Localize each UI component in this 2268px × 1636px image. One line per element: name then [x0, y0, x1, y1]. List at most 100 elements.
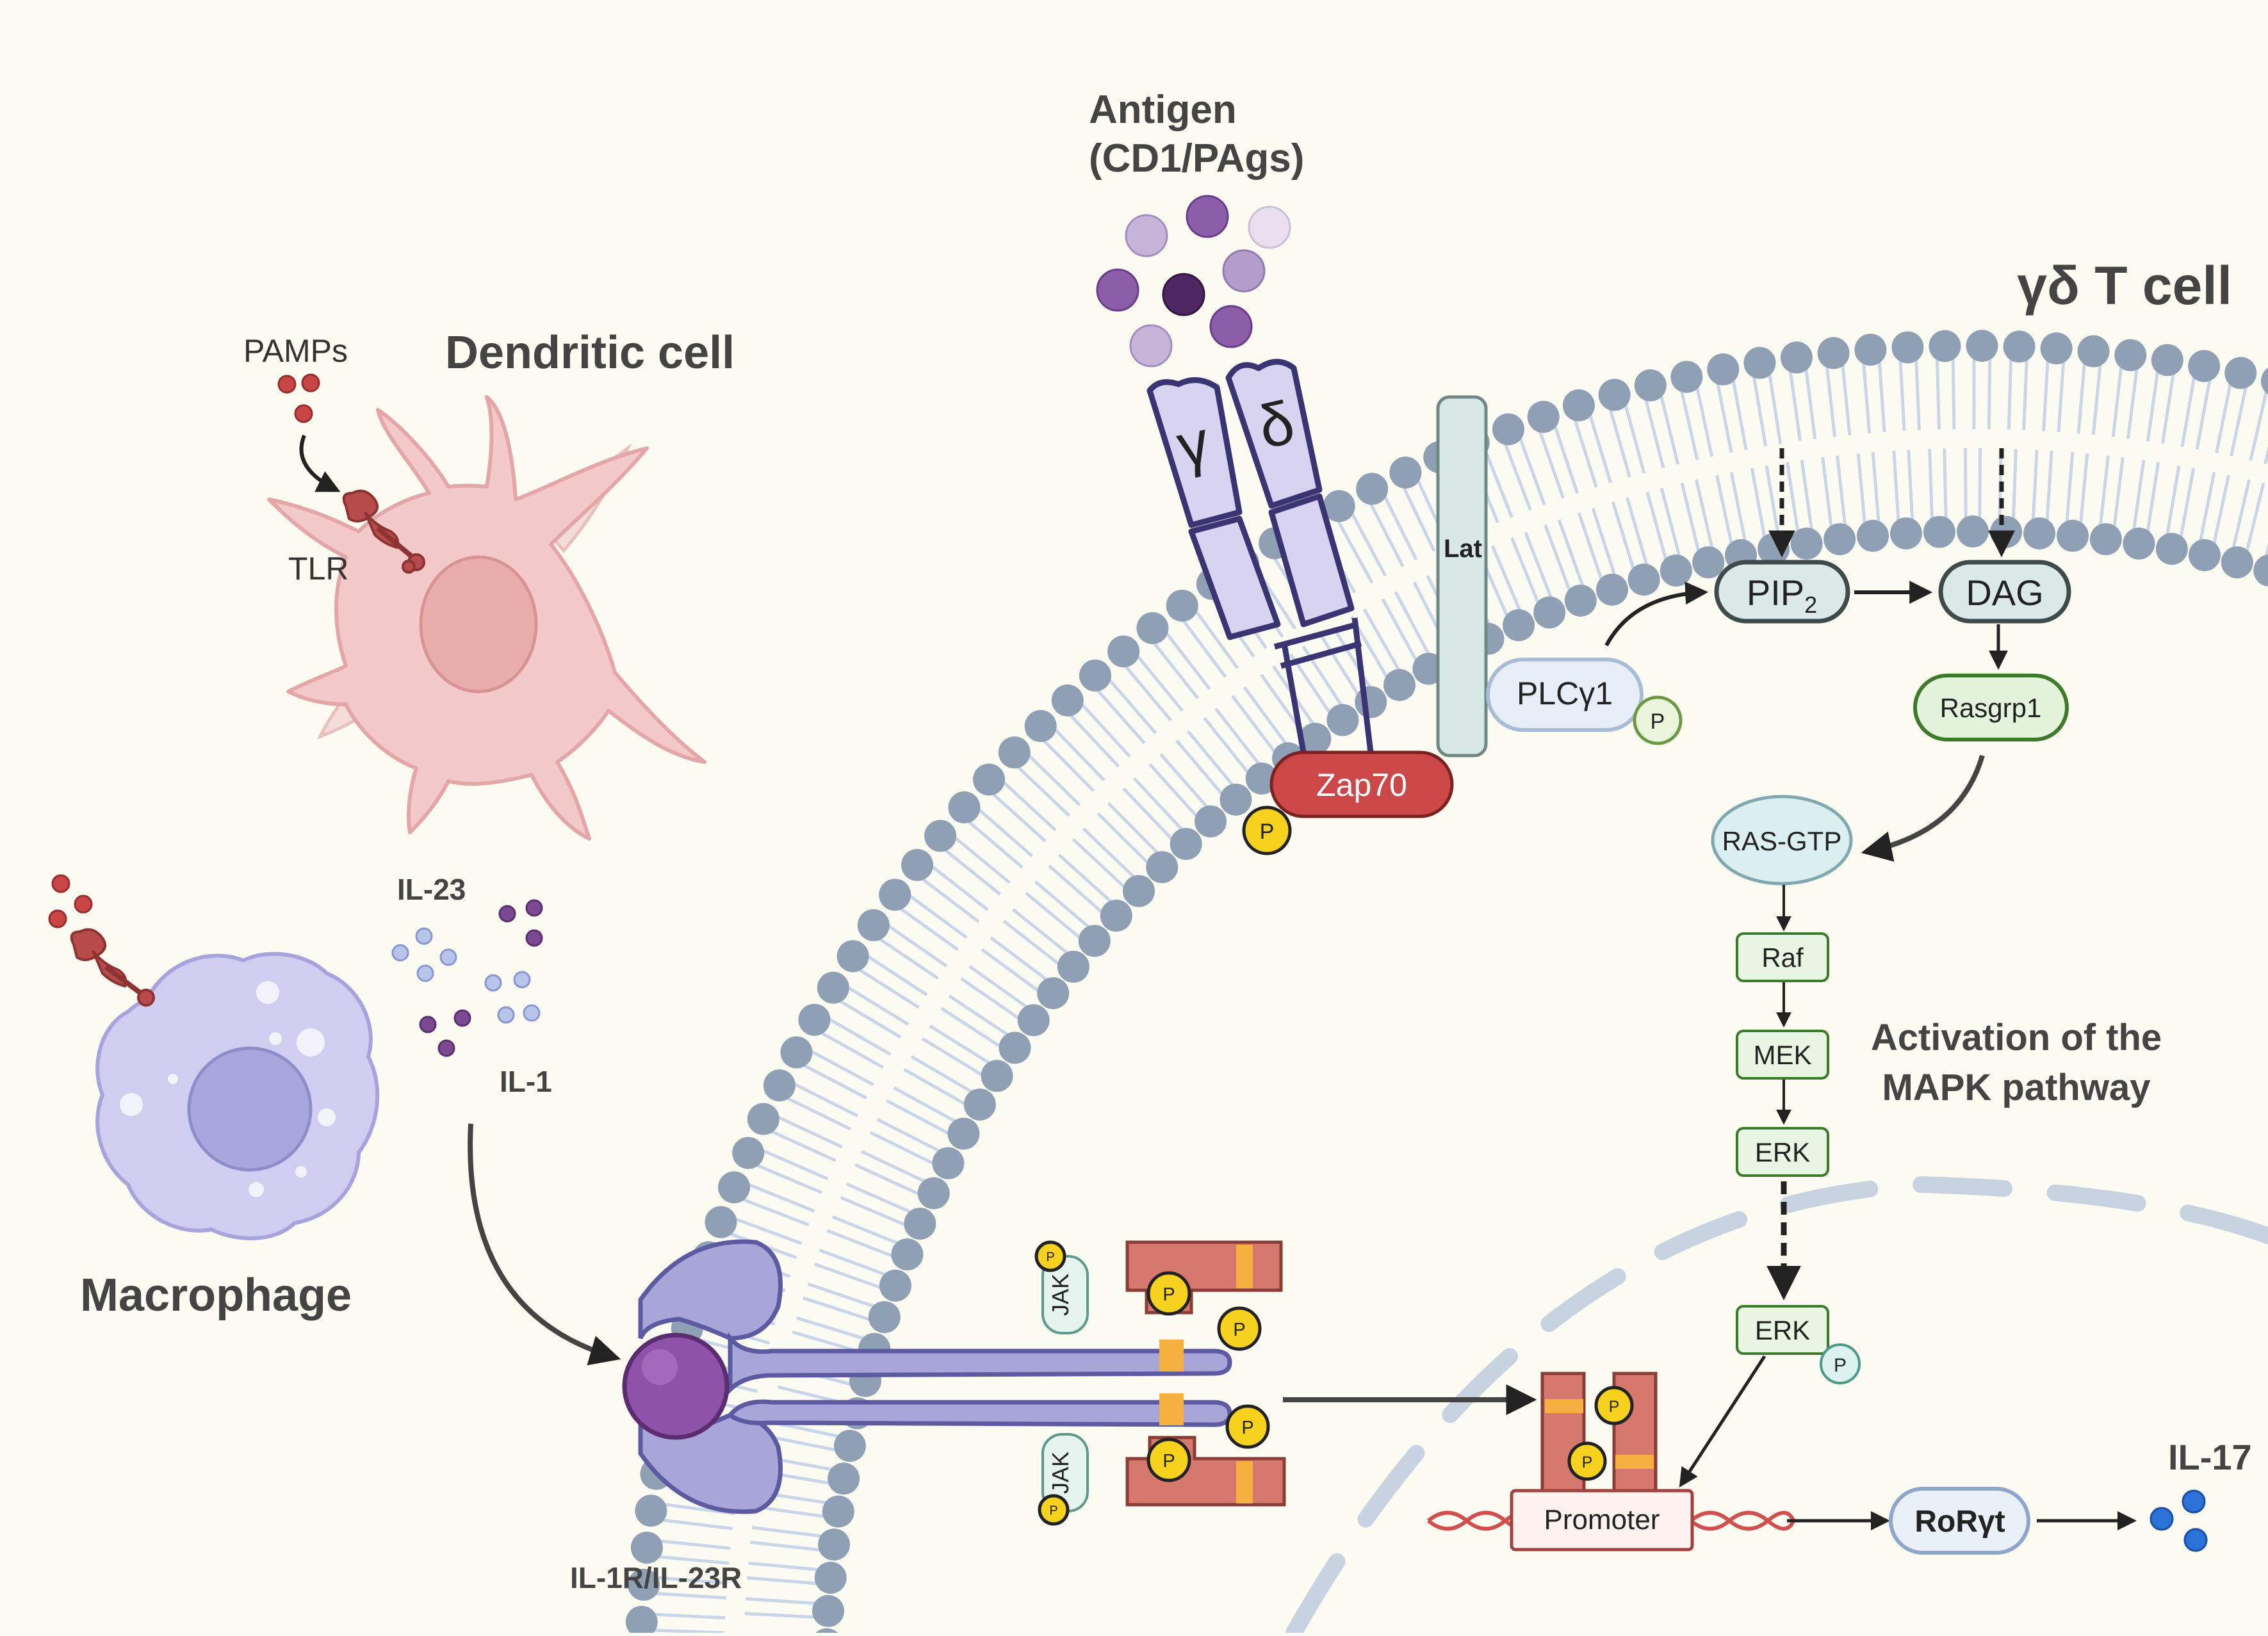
lipid-tail	[1645, 398, 1663, 468]
lipid-tail	[922, 879, 979, 922]
erk-label: ERK	[1755, 1137, 1810, 1167]
erk-phospho-label: ERK	[1755, 1315, 1810, 1345]
lipid-tail	[1770, 373, 1781, 444]
lipid-tail	[1073, 839, 1126, 888]
phospho-label: P	[1046, 1251, 1054, 1265]
lipid-tail	[2217, 383, 2231, 453]
lipid-head	[1660, 555, 1692, 587]
lipid-tail	[1109, 803, 1159, 854]
lipid-tail	[2059, 360, 2064, 432]
lipid-head	[2253, 555, 2268, 587]
lipid-tail	[1036, 882, 1090, 928]
lipid-tail	[1823, 457, 1832, 528]
lipid-tail	[2033, 450, 2037, 522]
lipid-head	[2041, 332, 2073, 364]
lipid-head	[1503, 609, 1535, 641]
zap70-phospho-label: P	[1260, 820, 1275, 844]
lipid-head	[1929, 330, 1961, 362]
lipid-tail	[1696, 480, 1712, 549]
lipid-tail	[1916, 359, 1920, 430]
il17-particles	[2151, 1491, 2207, 1551]
lipid-tail	[1125, 665, 1171, 720]
lipid-tail	[771, 1131, 836, 1160]
lipid-tail	[2093, 364, 2100, 435]
lipid-tail	[1182, 620, 1225, 677]
lipid-head	[1079, 660, 1111, 692]
lipid-tail	[1717, 475, 1731, 546]
lipid-head	[1596, 574, 1628, 606]
lipid-tail	[1827, 366, 1834, 437]
lipid-head	[1635, 369, 1667, 401]
lipid-tail	[1081, 704, 1130, 757]
lipid-tail	[2100, 456, 2108, 527]
lipid-head	[1100, 900, 1132, 932]
lipid-tail	[2167, 466, 2179, 536]
il23-label: IL-23	[397, 873, 466, 906]
lipid-tail	[2113, 366, 2121, 437]
lipid-tail	[909, 895, 967, 937]
lipid-tail	[2148, 370, 2158, 441]
lipid-tail	[659, 1541, 730, 1548]
lipid-head	[1966, 330, 1998, 362]
lipid-tail	[662, 1520, 733, 1528]
lipid-tail	[2233, 480, 2249, 549]
lipid-tail	[930, 1026, 991, 1064]
lipid-tail	[2251, 391, 2267, 460]
lipid-tail	[982, 950, 1040, 992]
erk-phospho-badge-label: P	[1834, 1355, 1847, 1376]
lipid-head	[999, 736, 1031, 768]
lipid-head	[1565, 585, 1597, 617]
lipid-tail	[748, 1563, 820, 1569]
lipid-head	[1692, 546, 1724, 578]
lipid-head	[2090, 523, 2122, 555]
lipid-head	[1823, 523, 1856, 555]
lipid-tail	[1188, 731, 1234, 786]
lipid-tail	[1873, 452, 1879, 524]
lipid-tail	[1766, 466, 1779, 536]
lipid-tail	[1123, 788, 1173, 840]
lipid-tail	[1097, 690, 1144, 743]
lipid-head	[2078, 336, 2110, 368]
jak-bottom-label: JAK	[1047, 1452, 1073, 1494]
lipid-tail	[978, 809, 1032, 856]
lipid-tail	[2214, 475, 2228, 546]
lipid-tail	[949, 996, 1009, 1035]
lipid-tail	[2162, 373, 2173, 444]
lipid-head	[747, 1103, 779, 1135]
raf-label: Raf	[1761, 943, 1804, 973]
lipid-head	[2123, 528, 2155, 560]
lipid-tail	[1965, 448, 1966, 520]
tlr-label: TLR	[288, 551, 348, 587]
lipid-tail	[747, 1578, 819, 1583]
lipid-tail	[1661, 488, 1679, 557]
lipid-tail	[1154, 642, 1198, 699]
lipid-tail	[888, 925, 947, 966]
lipid-tail	[931, 866, 988, 910]
lipid-head	[837, 940, 869, 972]
lipid-head	[1857, 520, 1889, 552]
jak-top-label: JAK	[1047, 1274, 1073, 1316]
lipid-head	[1890, 517, 1922, 549]
lipid-tail	[942, 1008, 1002, 1048]
lipid-head	[879, 1270, 911, 1302]
macrophage	[72, 930, 378, 1238]
il17-label: IL-17	[2168, 1437, 2252, 1477]
lipid-tail	[1166, 633, 1209, 690]
lipid-tail	[1894, 451, 1898, 522]
lipid-head	[1670, 361, 1702, 393]
lipid-head	[1146, 851, 1178, 883]
lipid-head	[1170, 828, 1202, 860]
lipid-tail	[1754, 376, 1766, 446]
lipid-tail	[991, 937, 1048, 980]
lipid-tail	[1937, 358, 1939, 430]
lipid-head	[834, 1430, 866, 1462]
mek-label: MEK	[1753, 1040, 1811, 1070]
macrophage-pamps	[49, 875, 92, 927]
lipid-tail	[1204, 718, 1249, 773]
lipid-tail	[827, 1231, 893, 1257]
plcg1-phospho-label: P	[1651, 709, 1665, 734]
lipid-tail	[911, 1057, 974, 1093]
lipid-head	[631, 1532, 663, 1564]
lipid-tail	[1930, 449, 1932, 521]
